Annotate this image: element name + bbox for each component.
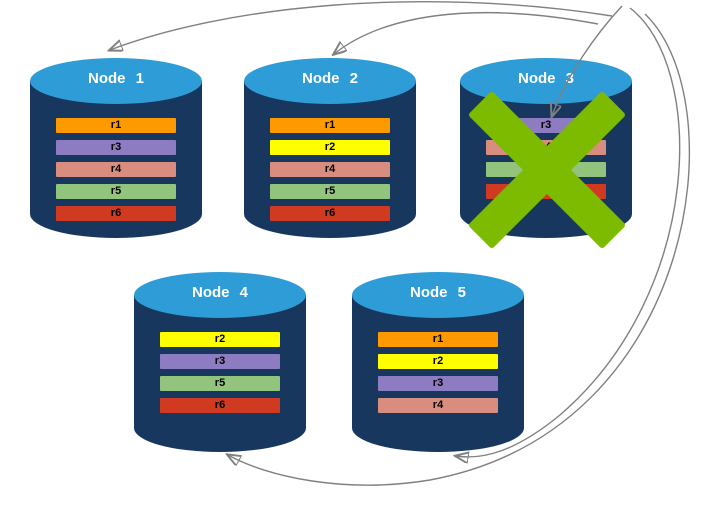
node-1-cylinder-top [30,58,202,104]
node-1-row-r1: r1 [56,118,176,133]
node-2: Node 2 r1 r2 r4 r5 r6 [244,58,416,238]
node-2-row-r6: r6 [270,206,390,221]
node-3-rows: r3 r4 r5 r6 [486,118,606,199]
node-2-row-r1: r1 [270,118,390,133]
node-5-rows: r1 r2 r3 r4 [378,332,498,413]
node-2-title: Node 2 [301,70,358,87]
node-4-rows: r2 r3 r5 r6 [160,332,280,413]
node-3-row-r6: r6 [486,184,606,199]
node-3-row-r4: r4 [486,140,606,155]
node-4-row-r6: r6 [160,398,280,413]
node-5-row-r1: r1 [378,332,498,347]
arrow-node3-to-node2 [334,12,599,54]
node-2-row-r5: r5 [270,184,390,199]
node-1-row-r4: r4 [56,162,176,177]
node-1: Node 1 r1 r3 r4 r5 r6 [30,58,202,238]
node-5-title: Node 5 [409,284,466,301]
node-3: Node 3 r3 r4 r5 r6 [460,58,632,238]
arrow-node3-to-node1 [110,1,613,50]
node-2-row-r2: r2 [270,140,390,155]
node-4-row-r2: r2 [160,332,280,347]
node-1-row-r6: r6 [56,206,176,221]
node-4-row-r5: r5 [160,376,280,391]
node-3-row-r5: r5 [486,162,606,177]
node-1-title: Node 1 [87,70,144,87]
node-3-title: Node 3 [517,70,574,87]
node-5-row-r2: r2 [378,354,498,369]
node-5: Node 5 r1 r2 r3 r4 [352,272,524,452]
node-3-row-r3: r3 [486,118,606,133]
node-2-rows: r1 r2 r4 r5 r6 [270,118,390,221]
node-4-title: Node 4 [191,284,248,301]
node-1-row-r3: r3 [56,140,176,155]
node-1-row-r5: r5 [56,184,176,199]
node-5-row-r3: r3 [378,376,498,391]
node-2-row-r4: r4 [270,162,390,177]
node-1-rows: r1 r3 r4 r5 r6 [56,118,176,221]
node-4: Node 4 r2 r3 r5 r6 [134,272,306,452]
node-4-row-r3: r3 [160,354,280,369]
node-5-row-r4: r4 [378,398,498,413]
